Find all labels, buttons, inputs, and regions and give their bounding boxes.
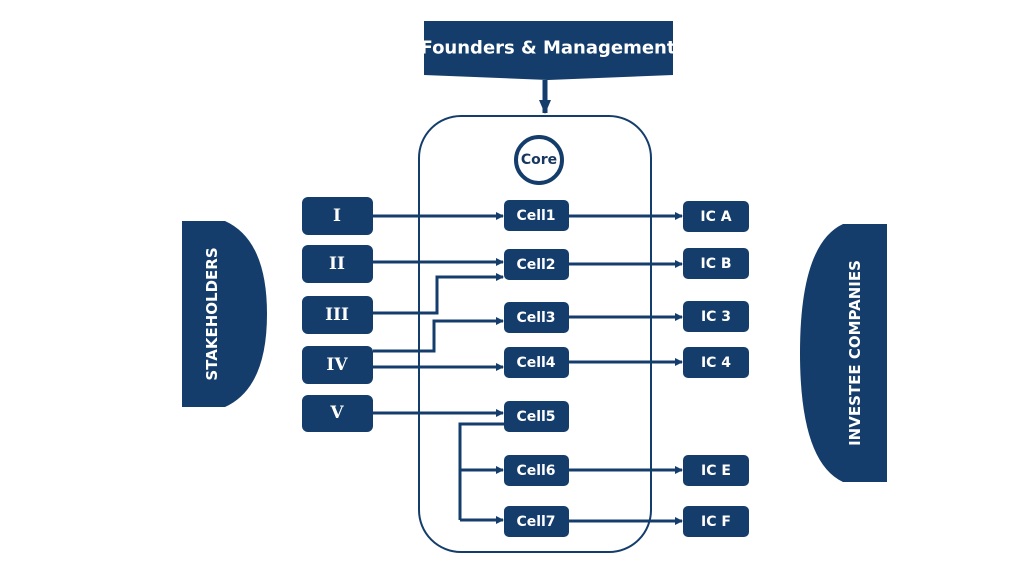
stakeholder-label: I xyxy=(333,206,341,226)
ic-label: IC B xyxy=(700,256,731,272)
arrow-IV-cell3 xyxy=(373,317,504,353)
stakeholder-I: I xyxy=(302,197,373,235)
core-label: Core xyxy=(521,152,557,168)
connectors xyxy=(373,212,683,525)
investees-panel: INVESTEE COMPANIES xyxy=(800,224,887,482)
cell-3: Cell3 xyxy=(504,302,569,333)
stakeholder-label: IV xyxy=(326,355,348,375)
cell-label: Cell2 xyxy=(516,257,555,273)
ic-4: IC 4 xyxy=(683,347,749,378)
ic-label: IC 4 xyxy=(701,355,731,371)
ic-label: IC A xyxy=(700,209,731,225)
line-cell5-branch xyxy=(458,422,504,520)
ic-3: IC 3 xyxy=(683,301,749,332)
cell-4: Cell4 xyxy=(504,347,569,378)
ic-label: IC E xyxy=(701,463,731,479)
cell-label: Cell6 xyxy=(516,463,555,479)
cell-5: Cell5 xyxy=(504,401,569,432)
cell-7: Cell7 xyxy=(504,506,569,537)
ic-f: IC F xyxy=(683,506,749,537)
stakeholder-label: V xyxy=(329,403,344,423)
founders-management-box: Founders & Management xyxy=(421,21,676,80)
stakeholder-V: V xyxy=(302,395,373,432)
arrow-III-cell2 xyxy=(373,273,504,315)
founders-management-label: Founders & Management xyxy=(421,38,676,59)
stakeholder-III: III xyxy=(302,296,373,334)
ic-a: IC A xyxy=(683,201,749,232)
ic-b: IC B xyxy=(683,248,749,279)
cell-6: Cell6 xyxy=(504,455,569,486)
ic-label: IC 3 xyxy=(701,309,731,325)
stakeholders-label: STAKEHOLDERS xyxy=(203,247,221,380)
cell-2: Cell2 xyxy=(504,249,569,280)
stakeholders-panel: STAKEHOLDERS xyxy=(182,221,267,407)
cell-label: Cell3 xyxy=(516,310,555,326)
ic-e: IC E xyxy=(683,455,749,486)
core-container xyxy=(418,115,652,553)
stakeholder-II: II xyxy=(302,245,373,283)
core-circle xyxy=(514,135,564,185)
cell-label: Cell5 xyxy=(516,409,555,425)
stakeholder-label: III xyxy=(325,305,349,325)
cell-label: Cell1 xyxy=(516,208,555,224)
ic-label: IC F xyxy=(701,514,731,530)
investees-label: INVESTEE COMPANIES xyxy=(846,260,864,446)
stakeholder-label: II xyxy=(329,254,345,274)
cell-label: Cell7 xyxy=(516,514,555,530)
cell-label: Cell4 xyxy=(516,355,555,371)
stakeholder-IV: IV xyxy=(302,346,373,384)
cell-1: Cell1 xyxy=(504,200,569,231)
